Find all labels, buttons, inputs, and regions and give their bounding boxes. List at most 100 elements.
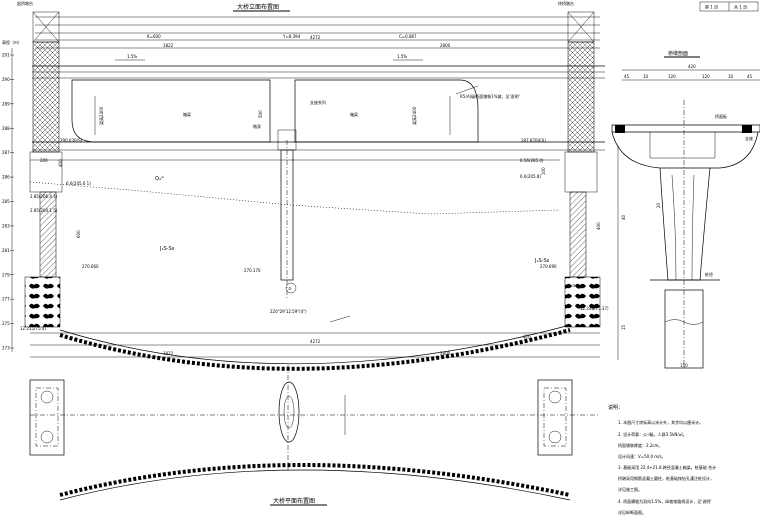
stake-right: C=0.867 xyxy=(399,34,417,39)
section-sub-mid-left: 10 xyxy=(643,74,649,79)
pile-bottom-center: 270.170 xyxy=(244,268,261,273)
axis-tick-label: 275 xyxy=(2,321,10,326)
notes: 说明： 1. 本图尺寸除标高以米计外，其余均以厘米计。 2. 设计荷载：公-Ⅰ级… xyxy=(608,404,716,515)
center-pier xyxy=(277,129,297,300)
section-deck-label: 桥面板 xyxy=(715,113,727,119)
section-sub-mid-right: 10 xyxy=(728,74,734,79)
left-elev-1: 290.030(S) xyxy=(60,138,83,143)
axis-tick-label: 277 xyxy=(2,297,10,302)
water-left: 6.6(205.6 1) xyxy=(66,181,91,186)
girder-right xyxy=(294,79,479,143)
stake-left: K=600 xyxy=(147,34,161,39)
note-line-3: 桥面铺装厚度：2.2cm。 xyxy=(618,442,662,448)
pier-dim: 500 xyxy=(258,110,263,118)
right-elev-1: 287.870(EX) xyxy=(521,138,546,143)
plan-view: 4272 1822 2800 岩石 大桥平 xyxy=(29,324,600,506)
plan-edge-upper xyxy=(59,324,571,365)
girder-left-label: 箱梁 xyxy=(183,111,191,117)
section-title: 桥墩剖面 xyxy=(668,50,688,57)
elev-right-span: 2800 xyxy=(440,43,451,48)
pier-label: 墩身 xyxy=(253,123,261,129)
section-pile-dia: 150 xyxy=(680,363,688,368)
pile-label-left: ① xyxy=(45,283,49,288)
section-sub-b: 120 xyxy=(702,74,710,79)
right-elev-2: 6.56(285.0) xyxy=(520,158,544,163)
base-right: 12.24(275.37) xyxy=(580,306,609,311)
elevation-view: 大桥立面布置图 高程（m） 起桥墩台 终桥墩台 291 290 289 288 287 2… xyxy=(2,0,609,352)
axis-tick-label: 287 xyxy=(2,150,10,155)
section-sub-left: 45 xyxy=(624,74,630,79)
plan-rock-upper xyxy=(59,328,571,371)
pile-label-center: ② xyxy=(288,286,292,291)
note-line-4: 设计风速：V=50.0 m/s。 xyxy=(618,453,666,459)
section-sub-right: 45 xyxy=(747,74,753,79)
ground-line xyxy=(29,181,561,215)
axis-tick-label: 283 xyxy=(2,223,10,228)
section-pile xyxy=(664,289,704,369)
axis-tick-label: 281 xyxy=(2,248,10,253)
note-line-6: 桥墩采用钢筋混凝土圆柱，桩基础按钻孔灌注桩设计， xyxy=(618,475,714,481)
elev-left-span: 1822 xyxy=(163,43,174,48)
axis-tick-label: 290 xyxy=(2,77,10,82)
plan-abutment-left xyxy=(29,379,65,456)
notes-heading: 说明： xyxy=(608,404,623,411)
right-dim-2: 400 xyxy=(596,222,601,230)
pile-bottom-left: 270.660 xyxy=(82,264,99,269)
rock-center: J₁S-Ss xyxy=(159,246,175,252)
note-line-7: 详见施工图。 xyxy=(618,486,642,492)
sheet-page: 第 1 页 xyxy=(705,4,718,10)
plan-title: 大桥平面布置图 xyxy=(273,497,315,505)
abutment-right xyxy=(564,11,601,328)
pier-section: 桥墩剖面 420 45 10 120 120 10 45 桥面板 支座 20 桩… xyxy=(611,50,760,370)
slope-right: 1.5% xyxy=(397,54,407,59)
abutment-left xyxy=(24,11,63,328)
bottom-note: 220°29'12.59"(4") xyxy=(270,309,307,314)
stake-center: Y=8.394 xyxy=(282,34,301,39)
gradient-note: R5(A)级桥面铺装1%坡，见'说明' xyxy=(460,93,520,99)
note-line-2: 2. 设计荷载：公-Ⅰ级，人群3.5kN/㎡。 xyxy=(618,431,687,437)
girder-height-left: 梁高2400 xyxy=(98,106,104,125)
section-column xyxy=(659,167,711,281)
plan-left-span: 1822 xyxy=(163,351,174,356)
axis-tick-label: 289 xyxy=(2,101,10,106)
plan-abutment-right xyxy=(537,379,573,456)
section-dim-right-2: 15 xyxy=(621,324,626,330)
left-elev-3: 2.85(204.1 5) xyxy=(30,208,58,213)
rock-right: J₁S-Ss xyxy=(534,258,550,264)
note-line-5: 3. 基础采用 22.4+21.8 跨径混凝土箱梁，桩基础 合计 xyxy=(618,464,716,470)
left-dim-1: 400 xyxy=(58,159,63,167)
section-pile-label: 桩径 xyxy=(705,271,713,277)
bearing-note: 支座系列 xyxy=(310,99,326,105)
abutment-right-label: 终桥墩台 xyxy=(558,0,574,6)
plan-rock-lower xyxy=(59,463,571,497)
axis-tick-label: 291 xyxy=(2,53,10,58)
abutment-left-label: 起桥墩台 xyxy=(17,0,33,6)
section-top-width: 420 xyxy=(688,64,696,69)
elev-unit-label: 高程（m） xyxy=(2,39,22,45)
section-pier-height: 20 xyxy=(656,202,661,208)
axis-tick-label: 285 xyxy=(2,199,10,204)
girder-right-label: 箱梁 xyxy=(350,111,358,117)
base-left: 12.21(275.4) xyxy=(20,326,46,331)
section-bearing-label: 支座 xyxy=(745,135,753,141)
left-dim-3: 200 xyxy=(40,158,48,163)
section-dim-right-1: 40 xyxy=(621,214,626,220)
sheet-total: 共 1 页 xyxy=(734,4,747,10)
slope-left: 1.5% xyxy=(127,54,137,59)
elevation-title: 大桥立面布置图 xyxy=(237,3,279,11)
plan-total-span: 4272 xyxy=(310,339,321,344)
soil-upper: Q₄ᵃˡ xyxy=(155,176,164,182)
plan-rock-label: 岩石 xyxy=(523,333,531,339)
section-sub-a: 120 xyxy=(668,74,676,79)
note-line-1: 1. 本图尺寸除标高以米计外，其余均以厘米计。 xyxy=(618,419,703,425)
axis-tick-label: 288 xyxy=(2,126,10,131)
girder-height-right: 梁高2400 xyxy=(411,106,417,125)
sheet-box: 第 1 页 共 1 页 xyxy=(699,1,759,12)
note-line-8: 4. 桥面横坡为双向1.5%，纵坡按路线设计，见'说明' xyxy=(618,498,711,504)
axis-tick-label: 286 xyxy=(2,175,10,180)
left-elev-2: 2.85(206.4 1) xyxy=(30,194,58,199)
elev-total-span: 4272 xyxy=(310,35,321,40)
plan-edge-lower xyxy=(59,469,571,501)
